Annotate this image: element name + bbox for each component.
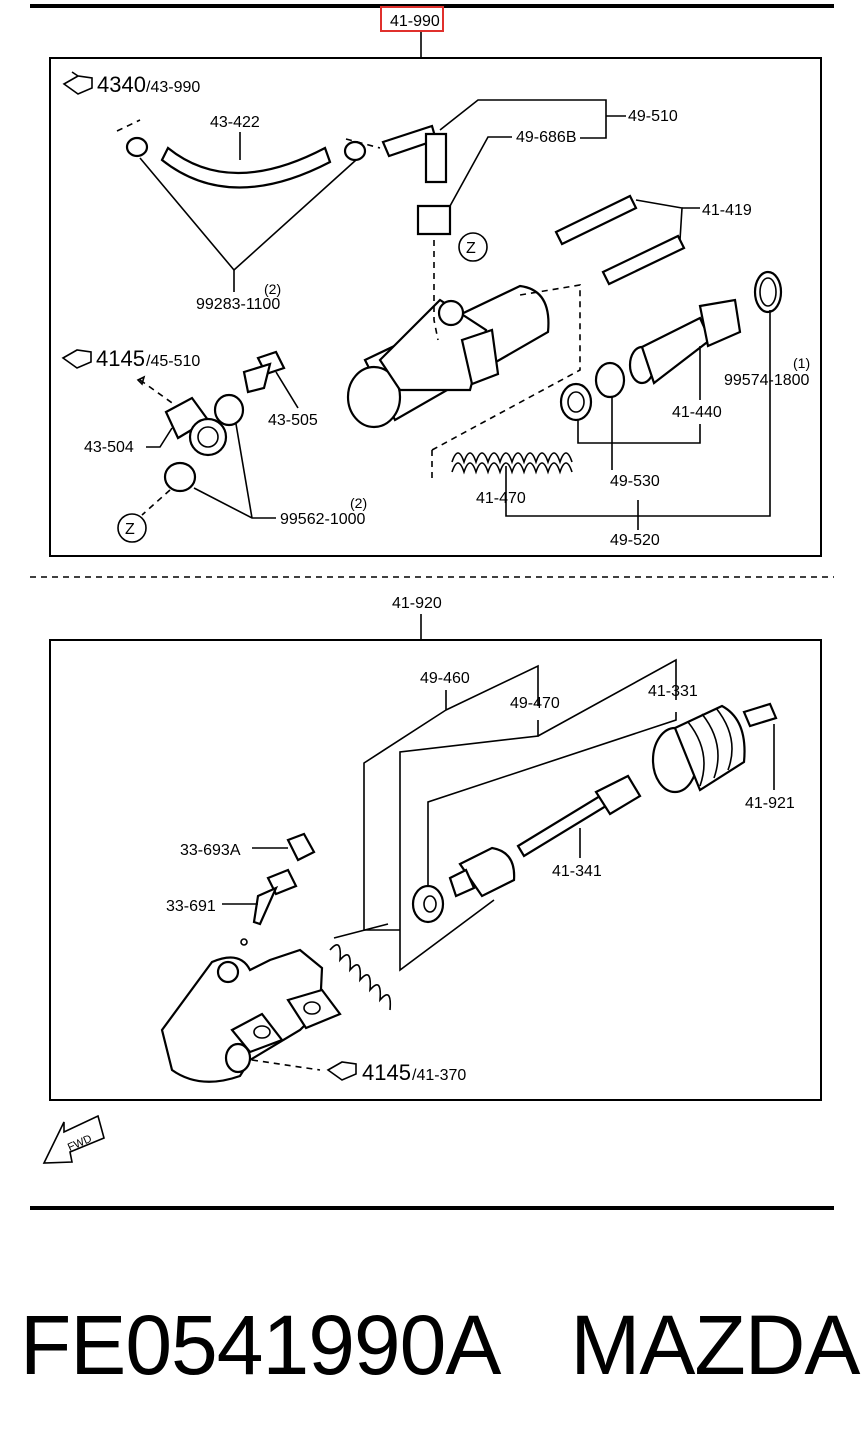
pin (742, 702, 778, 728)
hand-pointer-icon (326, 1061, 357, 1081)
slave-piston (411, 846, 516, 924)
label-49-470: 49-470 (510, 695, 560, 712)
upper-ref2-main: 4145 (96, 346, 145, 371)
label-49-686B: 49-686B (516, 129, 577, 146)
label-43-504: 43-504 (84, 439, 134, 456)
seals (559, 361, 626, 422)
bleeder-cap (286, 832, 316, 862)
lower-ref-sub: /41-370 (412, 1067, 466, 1084)
label-43-422: 43-422 (210, 114, 260, 131)
fwd-label: FWD (66, 1133, 94, 1154)
union-fitting (163, 393, 245, 493)
upper-ref-sub: /43-990 (146, 79, 200, 96)
label-41-921: 41-921 (745, 795, 795, 812)
snap-ring (753, 270, 783, 314)
highlight-box (380, 6, 444, 32)
label-41-341: 41-341 (552, 863, 602, 880)
pipe-fitting (381, 124, 452, 236)
forward-arrow-icon: FWD (42, 1114, 105, 1164)
label-qty-1: (1) (793, 355, 810, 371)
slave-cylinder-body (160, 948, 342, 1083)
lower-assembly-box (49, 639, 822, 1101)
lower-ref-main: 4145 (362, 1060, 411, 1085)
dust-boot (651, 704, 746, 794)
label-41-440: 41-440 (672, 404, 722, 421)
z-mark-lower: Z (125, 521, 135, 538)
part-number: FE0541990A (20, 1298, 501, 1392)
header-part-number: 41-990 (390, 13, 440, 30)
label-99283-1100: 99283-1100 (196, 296, 280, 313)
piston (628, 298, 742, 385)
label-49-510: 49-510 (628, 108, 678, 125)
label-41-470: 41-470 (476, 490, 526, 507)
label-qty-2-a: (2) (264, 281, 281, 297)
master-cylinder-body (346, 284, 550, 429)
label-33-691: 33-691 (166, 898, 216, 915)
label-41-419: 41-419 (702, 202, 752, 219)
hand-pointer-icon (62, 71, 93, 95)
z-mark-upper: Z (466, 240, 476, 257)
footer-caption: FE0541990A MAZDA (20, 1290, 860, 1400)
label-49-530: 49-530 (610, 473, 660, 490)
push-rod (516, 774, 642, 858)
hose (125, 136, 367, 189)
bolt (242, 350, 286, 394)
upper-ref-main: 4340 (97, 72, 146, 97)
spring (451, 452, 573, 475)
label-99562-1000: 99562-1000 (280, 511, 366, 528)
bleeder-screw (252, 868, 298, 926)
return-spring (329, 923, 392, 1011)
upper-ref2-sub: /45-510 (146, 353, 200, 370)
label-41-331: 41-331 (648, 683, 698, 700)
label-qty-2-b: (2) (350, 495, 367, 511)
hand-pointer-icon (61, 349, 92, 369)
upper-assembly-box (49, 57, 822, 557)
studs (554, 194, 686, 286)
label-49-460: 49-460 (420, 670, 470, 687)
label-33-693A: 33-693A (180, 842, 241, 859)
label-49-520: 49-520 (610, 532, 660, 549)
lower-assembly-part-number: 41-920 (392, 595, 442, 612)
label-43-505: 43-505 (268, 412, 318, 429)
label-99574-1800: 99574-1800 (724, 372, 810, 389)
brand-name: MAZDA (570, 1298, 860, 1392)
